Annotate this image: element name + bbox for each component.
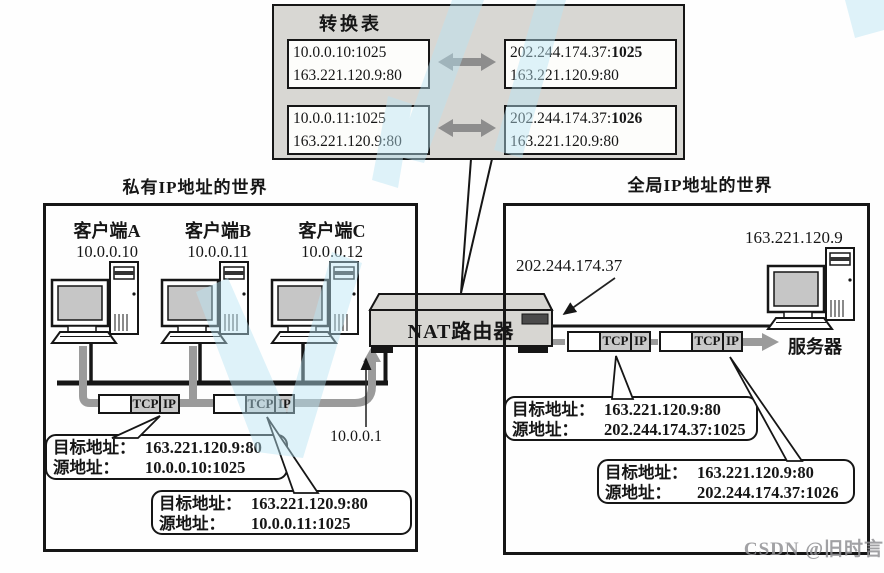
flow-arrowhead-right-icon (762, 333, 779, 351)
callout-global-2: 目标地址：163.221.120.9:80 源地址：202.244.174.37… (597, 459, 855, 504)
nat-router-label: NAT路由器 (407, 321, 515, 343)
server-label: 服务器 (788, 337, 842, 357)
table-cell-private-row1: 10.0.0.10:1025 163.221.120.9:80 (287, 39, 430, 89)
translation-table-title: 转换表 (319, 14, 382, 34)
table-cell-private-row2: 10.0.0.11:1025 163.221.120.9:80 (287, 105, 430, 155)
client-a-label: 客户端A 10.0.0.10 (73, 221, 141, 261)
global-world-label: 全局IP地址的世界 (627, 176, 773, 195)
router-inside-ip-label: 10.0.0.1 (330, 428, 382, 445)
table-cell-global-row1: 202.244.174.37:1025 163.221.120.9:80 (504, 39, 677, 89)
callout-private-1: 目标地址：163.221.120.9:80 源地址：10.0.0.10:1025 (45, 434, 288, 480)
csdn-watermark: CSDN @旧时言 (743, 539, 884, 560)
table-cell-global-row2: 202.244.174.37:1026 163.221.120.9:80 (504, 105, 677, 155)
router-outside-ip-arrow (562, 277, 616, 315)
global-world-box (503, 203, 870, 555)
server-ip-label: 163.221.120.9 (745, 228, 843, 247)
callout-global-1: 目标地址：163.221.120.9:80 源地址：202.244.174.37… (504, 396, 758, 441)
private-world-label: 私有IP地址的世界 (122, 178, 268, 197)
client-c-label: 客户端C 10.0.0.12 (298, 221, 366, 261)
translation-table: 转换表 10.0.0.10:1025 163.221.120.9:80 202.… (272, 4, 685, 160)
client-b-label: 客户端B 10.0.0.11 (184, 221, 251, 261)
private-world-box (43, 203, 418, 552)
router-outside-ip-label: 202.244.174.37 (516, 256, 623, 275)
callout-private-2: 目标地址：163.221.120.9:80 源地址：10.0.0.11:1025 (151, 490, 412, 535)
